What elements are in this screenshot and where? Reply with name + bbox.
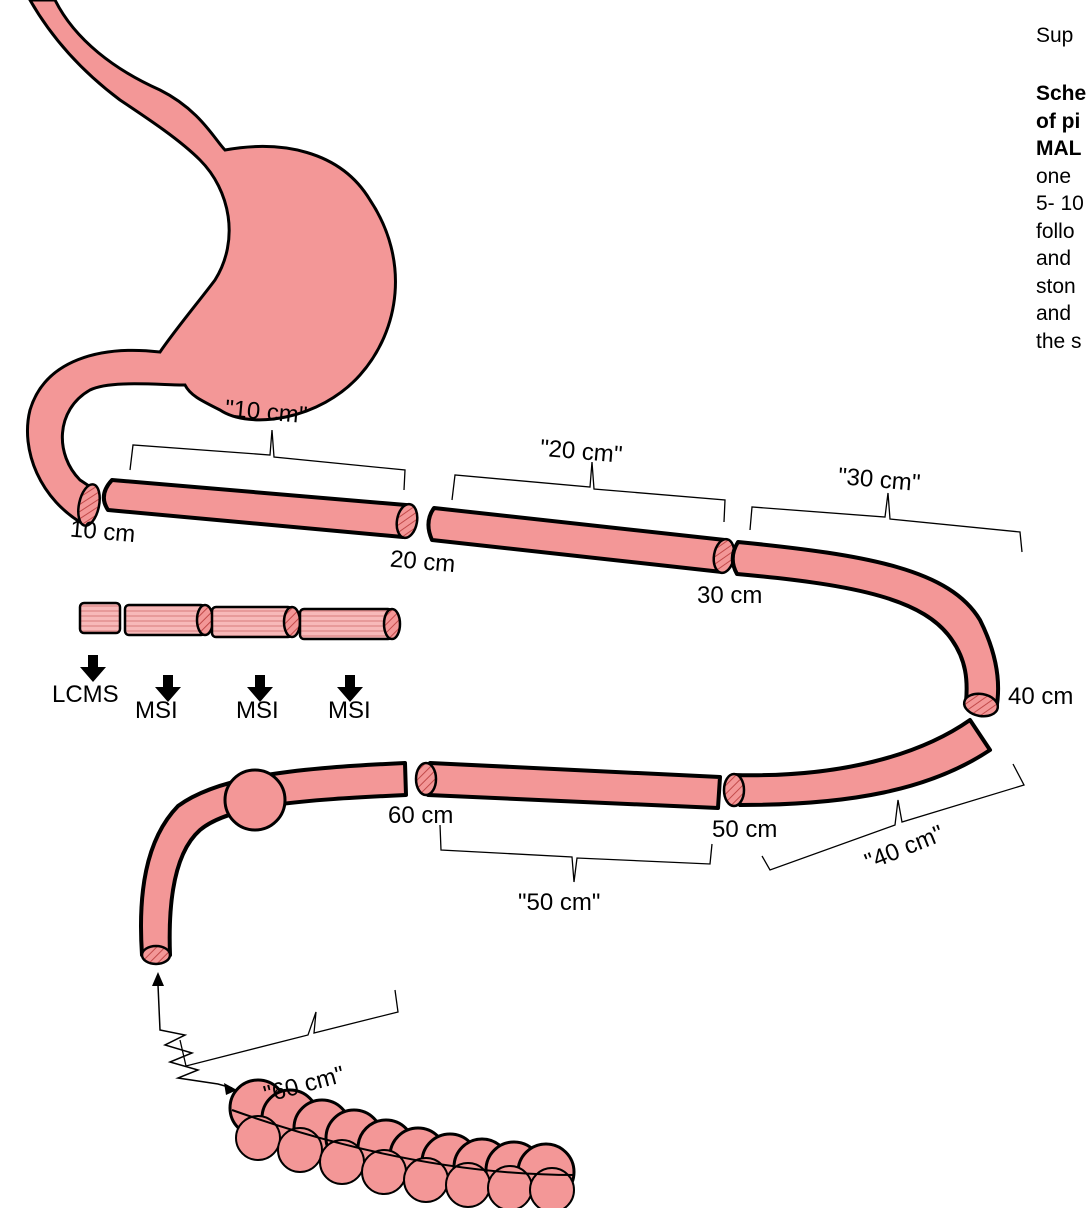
brace-30cm xyxy=(750,493,1022,552)
arrow-down-icon xyxy=(80,655,106,682)
position-label-50cm: 50 cm xyxy=(712,816,777,843)
caption-line: ston xyxy=(1036,273,1089,301)
segment-30-40cm xyxy=(733,542,998,710)
section-label-40cm: "40 cm" xyxy=(861,820,948,876)
caption-line: one xyxy=(1036,163,1089,191)
piece-msi-1 xyxy=(125,605,205,635)
brace-10cm xyxy=(130,430,405,490)
section-label-10cm: "10 cm" xyxy=(224,395,308,429)
segment-40-50cm xyxy=(733,720,990,805)
brace-60cm xyxy=(180,990,398,1066)
position-label-40cm: 40 cm xyxy=(1008,683,1073,710)
caption-heading: Sup xyxy=(1036,24,1073,48)
position-label-60cm: 60 cm xyxy=(388,802,453,829)
piece-lcms xyxy=(80,603,120,633)
connector-spring xyxy=(152,972,237,1095)
stomach xyxy=(27,0,395,525)
position-label-20cm: 20 cm xyxy=(389,546,456,579)
piece-msi-3 xyxy=(300,609,392,639)
segment-20-30cm xyxy=(428,508,725,572)
piece-msi-2 xyxy=(212,607,292,637)
position-label-10cm: 10 cm xyxy=(69,516,136,549)
cut-end-60cm xyxy=(416,763,436,795)
caption-line: the s xyxy=(1036,328,1089,356)
section-label-50cm: "50 cm" xyxy=(518,889,600,916)
section-label-20cm: "20 cm" xyxy=(539,435,623,469)
caption-line: 5- 10 xyxy=(1036,190,1089,218)
caption-line: and xyxy=(1036,300,1089,328)
cut-end-50cm xyxy=(724,774,744,806)
analysis-label-msi-3: MSI xyxy=(328,697,371,724)
analysis-label-msi-2: MSI xyxy=(236,697,279,724)
segment-10-20cm xyxy=(104,480,406,537)
caption-line: MAL xyxy=(1036,135,1089,163)
section-label-30cm: "30 cm" xyxy=(837,463,921,497)
caption-line: follo xyxy=(1036,218,1089,246)
caption-line: of pi xyxy=(1036,108,1089,136)
position-label-30cm: 30 cm xyxy=(697,582,762,609)
sample-pieces xyxy=(80,603,400,639)
colon xyxy=(225,770,285,830)
segment-50-60cm xyxy=(423,763,720,808)
analysis-label-lcms: LCMS xyxy=(52,681,119,708)
brace-50cm xyxy=(440,825,712,882)
analysis-label-msi-1: MSI xyxy=(135,697,178,724)
caption-line: Sche xyxy=(1036,80,1089,108)
down-arrows xyxy=(80,655,363,702)
caption-line: and xyxy=(1036,245,1089,273)
cut-end-70cm xyxy=(142,946,170,964)
